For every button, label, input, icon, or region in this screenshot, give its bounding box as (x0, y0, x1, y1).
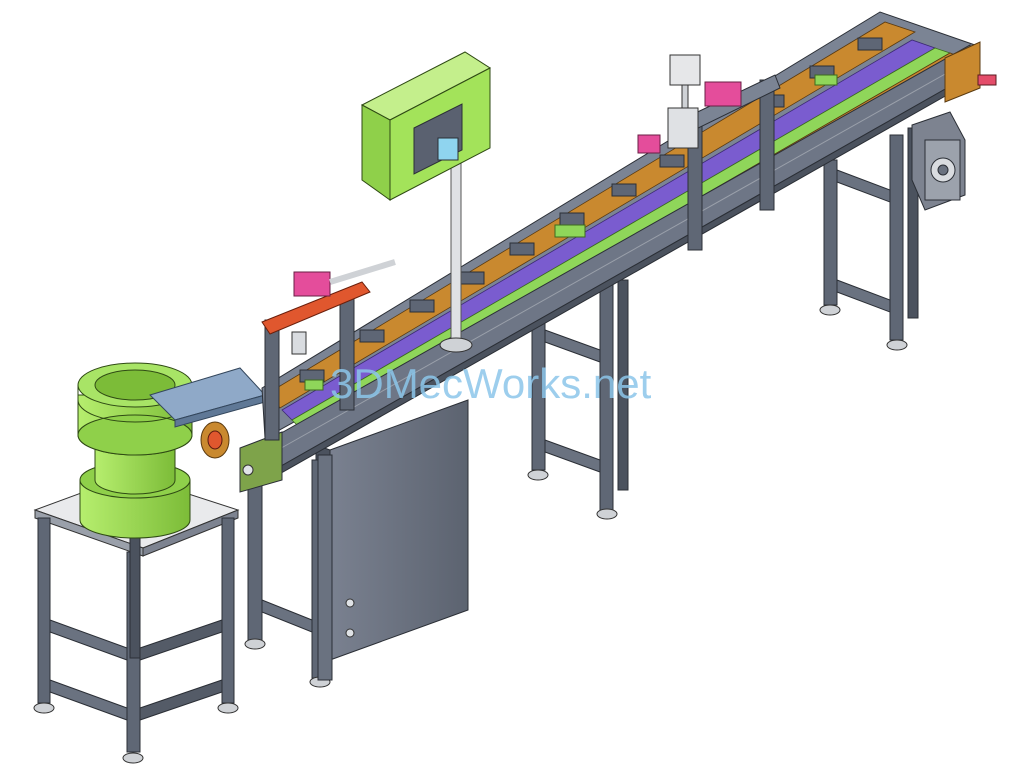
middle-support-frame (527, 279, 629, 520)
left-gantry (261, 259, 396, 441)
vibratory-bowl-feeder (77, 362, 266, 539)
watermark-text: 3DMecWorks.net (330, 360, 652, 407)
conveyor-green-carriers (304, 74, 838, 391)
feeder-stand (33, 474, 240, 764)
hmi-monitor (360, 51, 491, 353)
drive-motor (911, 111, 966, 211)
conveyor-line (200, 11, 997, 493)
front-legs (317, 454, 333, 681)
right-gantry (637, 54, 781, 251)
right-support-frame (819, 127, 919, 351)
left-support-frame (244, 459, 331, 688)
